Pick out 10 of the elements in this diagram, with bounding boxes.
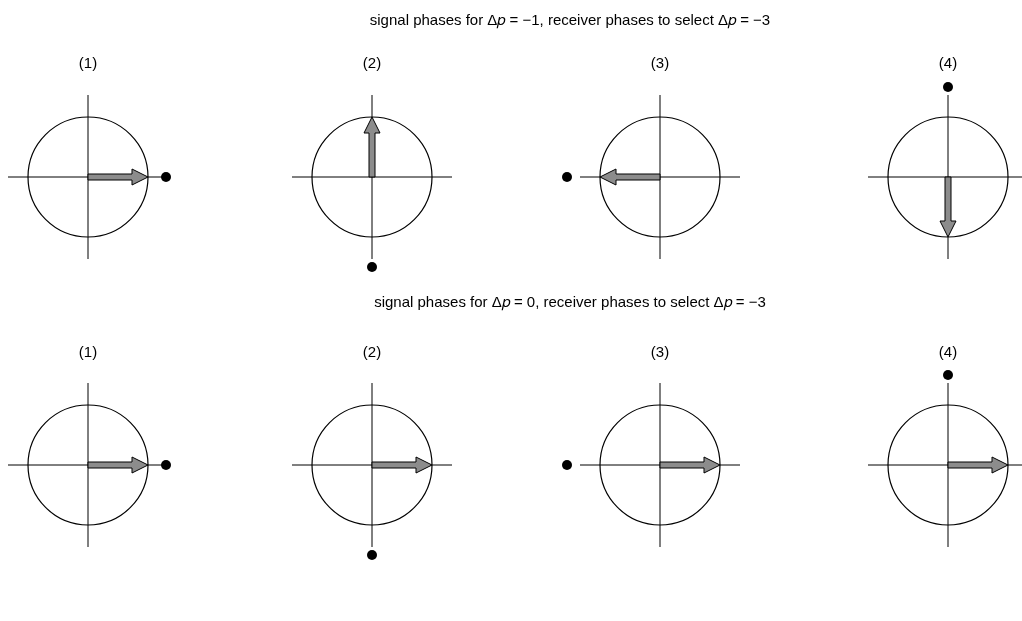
section-heading: signal phases for Δ𝑝 = −1, receiver phases to select Δ𝑝 = −3: [369, 11, 771, 28]
panel-number: (4): [937, 343, 959, 361]
panel-number: (2): [361, 343, 383, 361]
panel-number: (2): [361, 54, 383, 72]
panel-number: (1): [77, 54, 99, 72]
panel-number: (3): [649, 54, 671, 72]
section-heading: signal phases for Δ𝑝 = 0, receiver phases to select Δ𝑝 = −3: [374, 293, 766, 310]
panel-number: (3): [649, 343, 671, 361]
panel-number: (4): [937, 54, 959, 72]
panel-number: (1): [77, 343, 99, 361]
